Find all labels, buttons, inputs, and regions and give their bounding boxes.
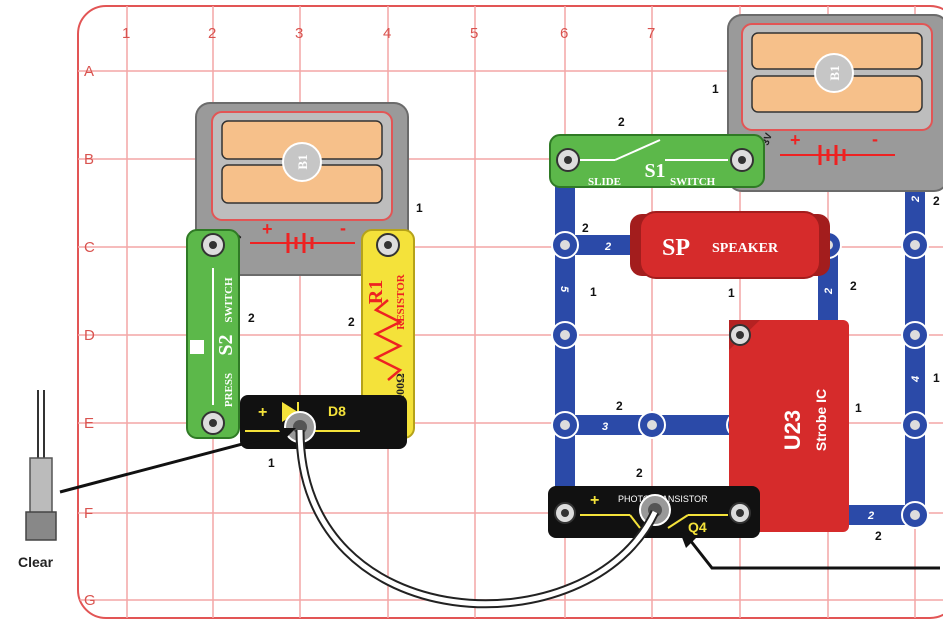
row-label: G xyxy=(84,592,96,609)
led-d8[interactable]: + D8 xyxy=(240,395,407,449)
col-label: 2 xyxy=(208,25,216,42)
row-label: F xyxy=(84,505,93,522)
phototransistor-level: 2 xyxy=(636,466,643,480)
speaker-word: SPEAKER xyxy=(712,241,779,256)
resistor-word: RESISTOR xyxy=(395,273,407,329)
slide-switch-level: 2 xyxy=(618,115,625,129)
strobe-code: U23 xyxy=(780,410,805,450)
wire-level: 2 xyxy=(850,279,857,293)
wire-level: 1 xyxy=(933,371,940,385)
clear-tube-label: Clear xyxy=(18,554,54,570)
row-label: C xyxy=(84,239,95,256)
resistor-level: 2 xyxy=(348,315,355,329)
col-label: 3 xyxy=(295,25,303,42)
wire-label: 2 xyxy=(867,510,874,522)
phototransistor-code: Q4 xyxy=(688,519,707,535)
wire-label: 3 xyxy=(602,421,608,433)
wire-level: 2 xyxy=(875,529,882,543)
row-label: A xyxy=(84,63,94,80)
wire-level: 1 xyxy=(590,285,597,299)
led-code: D8 xyxy=(328,403,346,419)
col-label: 5 xyxy=(470,25,478,42)
fiber-cable xyxy=(295,429,660,609)
col-label: 1 xyxy=(122,25,130,42)
press-switch-word-switch: SWITCH xyxy=(223,277,235,323)
wire-level: 2 xyxy=(933,194,940,208)
battery-left[interactable]: B1 + - 3V xyxy=(195,102,409,276)
phototransistor-plus: + xyxy=(590,492,599,509)
resistor-value: 100Ω xyxy=(393,373,407,401)
pointer-arrow-right xyxy=(680,532,696,548)
battery-right[interactable]: B1 + - 3V xyxy=(727,14,943,192)
col-label: 7 xyxy=(647,25,655,42)
wire-label: 5 xyxy=(558,286,570,293)
pointer-lines xyxy=(59,430,940,570)
press-switch-word-press: PRESS xyxy=(223,373,235,407)
speaker-code: SP xyxy=(662,235,690,261)
battery-left-level: 1 xyxy=(416,201,423,215)
strobe-word: Strobe IC xyxy=(813,389,829,451)
row-label: D xyxy=(84,327,95,344)
wire-label: 4 xyxy=(910,376,922,383)
clear-tube xyxy=(25,390,57,541)
press-switch-s2[interactable]: S2 SWITCH PRESS xyxy=(186,229,240,439)
led-level: 1 xyxy=(268,456,275,470)
wire-level: 2 xyxy=(582,221,589,235)
battery-right-level: 1 xyxy=(712,82,719,96)
wire-level: 2 xyxy=(616,399,623,413)
row-label: E xyxy=(84,415,94,432)
battery-right-plus: + xyxy=(790,130,801,150)
pointer-arrow-left xyxy=(278,428,296,440)
wire-label: 2 xyxy=(604,241,611,253)
strobe-ic-u23[interactable]: U23 Strobe IC xyxy=(729,320,849,532)
strobe-level: 1 xyxy=(855,401,862,415)
wire-label: 2 xyxy=(910,196,922,203)
battery-left-label: B1 xyxy=(295,154,310,169)
wire-label: 2 xyxy=(823,288,835,295)
battery-right-minus: - xyxy=(872,129,878,149)
speaker-sp[interactable]: SP SPEAKER xyxy=(630,211,830,279)
row-label: B xyxy=(84,151,94,168)
slide-switch-code: S1 xyxy=(644,160,665,182)
col-label: 6 xyxy=(560,25,568,42)
battery-right-label: B1 xyxy=(827,65,842,80)
column-labels: 1 2 3 4 5 6 7 xyxy=(122,25,655,42)
resistor-code: R1 xyxy=(365,280,387,304)
slide-switch-word-switch: SWITCH xyxy=(670,176,716,188)
speaker-level: 1 xyxy=(728,286,735,300)
press-switch-code: S2 xyxy=(215,334,237,355)
slide-switch-word-slide: SLIDE xyxy=(588,176,621,188)
col-label: 4 xyxy=(383,25,391,42)
battery-left-minus: - xyxy=(340,218,346,238)
row-labels: A B C D E F G xyxy=(84,63,96,609)
slide-switch-s1[interactable]: S1 SLIDE SWITCH xyxy=(549,134,765,188)
battery-left-plus: + xyxy=(262,219,273,239)
press-switch-level: 2 xyxy=(248,311,255,325)
led-plus: + xyxy=(258,404,267,421)
